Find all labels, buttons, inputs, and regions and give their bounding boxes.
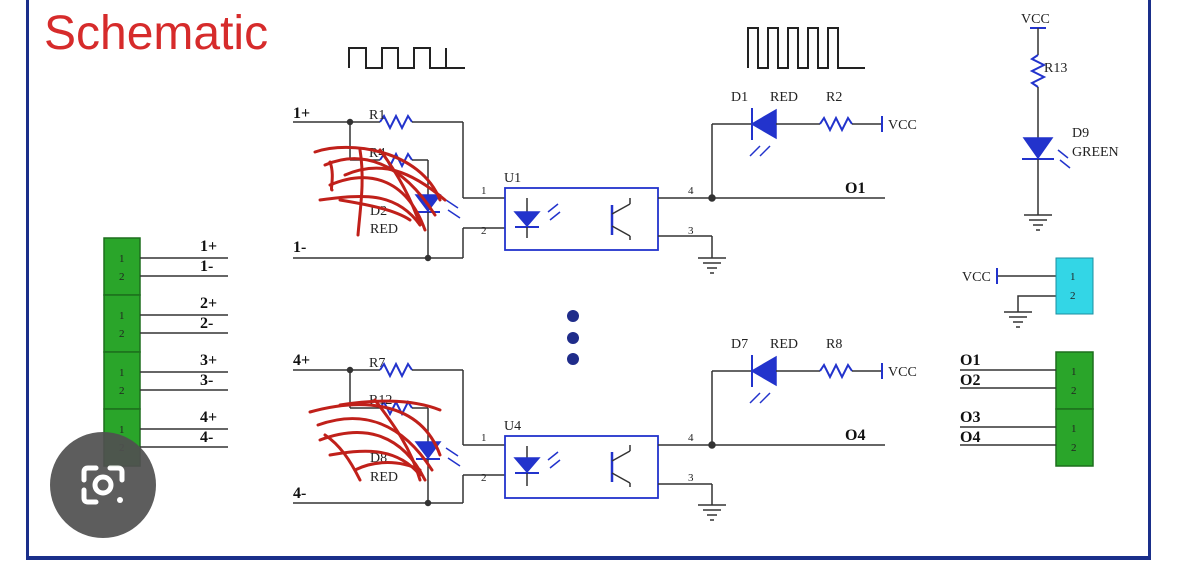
input-connector xyxy=(103,237,228,467)
schematic-title: Schematic xyxy=(44,7,269,60)
output-square-wave xyxy=(747,27,865,69)
output-conn-pin: 2 xyxy=(1071,385,1077,397)
ch4-opto-label: U4 xyxy=(504,419,521,434)
ch4-r-top-label: R7 xyxy=(369,356,385,371)
input-conn-pin: 1 xyxy=(119,310,125,322)
continuation-dot xyxy=(567,310,579,322)
power-connector-vcc-label: VCC xyxy=(962,270,991,285)
input-conn-pin: 1 xyxy=(119,253,125,265)
output-conn-label: O3 xyxy=(960,409,980,426)
power-led-label: D9 xyxy=(1072,126,1089,141)
ch1-pin4-label: 4 xyxy=(688,185,694,197)
ch4-output-label: O4 xyxy=(845,427,865,444)
output-conn-pin: 2 xyxy=(1071,442,1077,454)
power-led-res-label: R13 xyxy=(1044,61,1067,76)
ch1-r-top-label: R1 xyxy=(369,108,385,123)
camera-lens-icon[interactable] xyxy=(50,432,156,538)
continuation-dot xyxy=(567,332,579,344)
channel-4 xyxy=(293,355,885,507)
ch1-vcc-label: VCC xyxy=(888,118,917,133)
input-conn-label: 3+ xyxy=(200,352,217,369)
ch1-in-minus-label: 1- xyxy=(293,239,306,256)
input-conn-pin: 1 xyxy=(119,367,125,379)
ch4-out-res-label: R8 xyxy=(826,337,842,352)
drawing-frame xyxy=(26,0,1151,560)
input-conn-pin: 2 xyxy=(119,328,125,340)
ch4-vcc-label: VCC xyxy=(888,365,917,380)
ch1-out-led-color-label: RED xyxy=(770,90,798,105)
ch1-out-res-label: R2 xyxy=(826,90,842,105)
ch4-led-color-label: RED xyxy=(370,470,398,485)
input-conn-label: 2- xyxy=(200,315,213,332)
output-conn-label: O4 xyxy=(960,429,980,446)
ch4-pin4-label: 4 xyxy=(688,432,694,444)
output-connector xyxy=(960,351,1094,467)
output-conn-pin: 1 xyxy=(1071,366,1077,378)
ch1-pin3-label: 3 xyxy=(688,225,694,237)
ch4-out-led-label: D7 xyxy=(731,337,748,352)
output-conn-label: O1 xyxy=(960,352,980,369)
red-scribble-annotation xyxy=(313,145,447,237)
ch4-in-minus-label: 4- xyxy=(293,485,306,502)
power-connector-pin1: 1 xyxy=(1070,271,1076,283)
ch4-out-led-color-label: RED xyxy=(770,337,798,352)
red-scribble-annotation xyxy=(308,398,442,482)
ch4-pin2-label: 2 xyxy=(481,472,487,484)
ch4-in-plus-label: 4+ xyxy=(293,352,310,369)
input-conn-label: 1- xyxy=(200,258,213,275)
ch4-pin1-label: 1 xyxy=(481,432,487,444)
input-conn-pin: 2 xyxy=(119,385,125,397)
input-conn-label: 3- xyxy=(200,372,213,389)
ch1-out-led-label: D1 xyxy=(731,90,748,105)
ch1-opto-label: U1 xyxy=(504,171,521,186)
channel-1 xyxy=(293,108,885,262)
power-led-color-label: GREEN xyxy=(1072,145,1119,160)
output-conn-pin: 1 xyxy=(1071,423,1077,435)
power-led-vcc-label: VCC xyxy=(1021,12,1050,27)
ch1-pin1-label: 1 xyxy=(481,185,487,197)
continuation-dot xyxy=(567,353,579,365)
input-conn-pin: 1 xyxy=(119,424,125,436)
input-conn-label: 2+ xyxy=(200,295,217,312)
power-led-circuit xyxy=(1022,27,1071,215)
input-conn-pin: 2 xyxy=(119,271,125,283)
input-conn-label: 1+ xyxy=(200,238,217,255)
power-connector-pin2: 2 xyxy=(1070,290,1076,302)
power-connector xyxy=(996,257,1094,315)
ch4-pin3-label: 3 xyxy=(688,472,694,484)
input-square-wave xyxy=(348,47,465,69)
input-conn-label: 4+ xyxy=(200,409,217,426)
ch1-led-color-label: RED xyxy=(370,222,398,237)
ch1-in-plus-label: 1+ xyxy=(293,105,310,122)
input-conn-label: 4- xyxy=(200,429,213,446)
ch1-pin2-label: 2 xyxy=(481,225,487,237)
output-conn-label: O2 xyxy=(960,372,980,389)
ch1-output-label: O1 xyxy=(845,180,865,197)
